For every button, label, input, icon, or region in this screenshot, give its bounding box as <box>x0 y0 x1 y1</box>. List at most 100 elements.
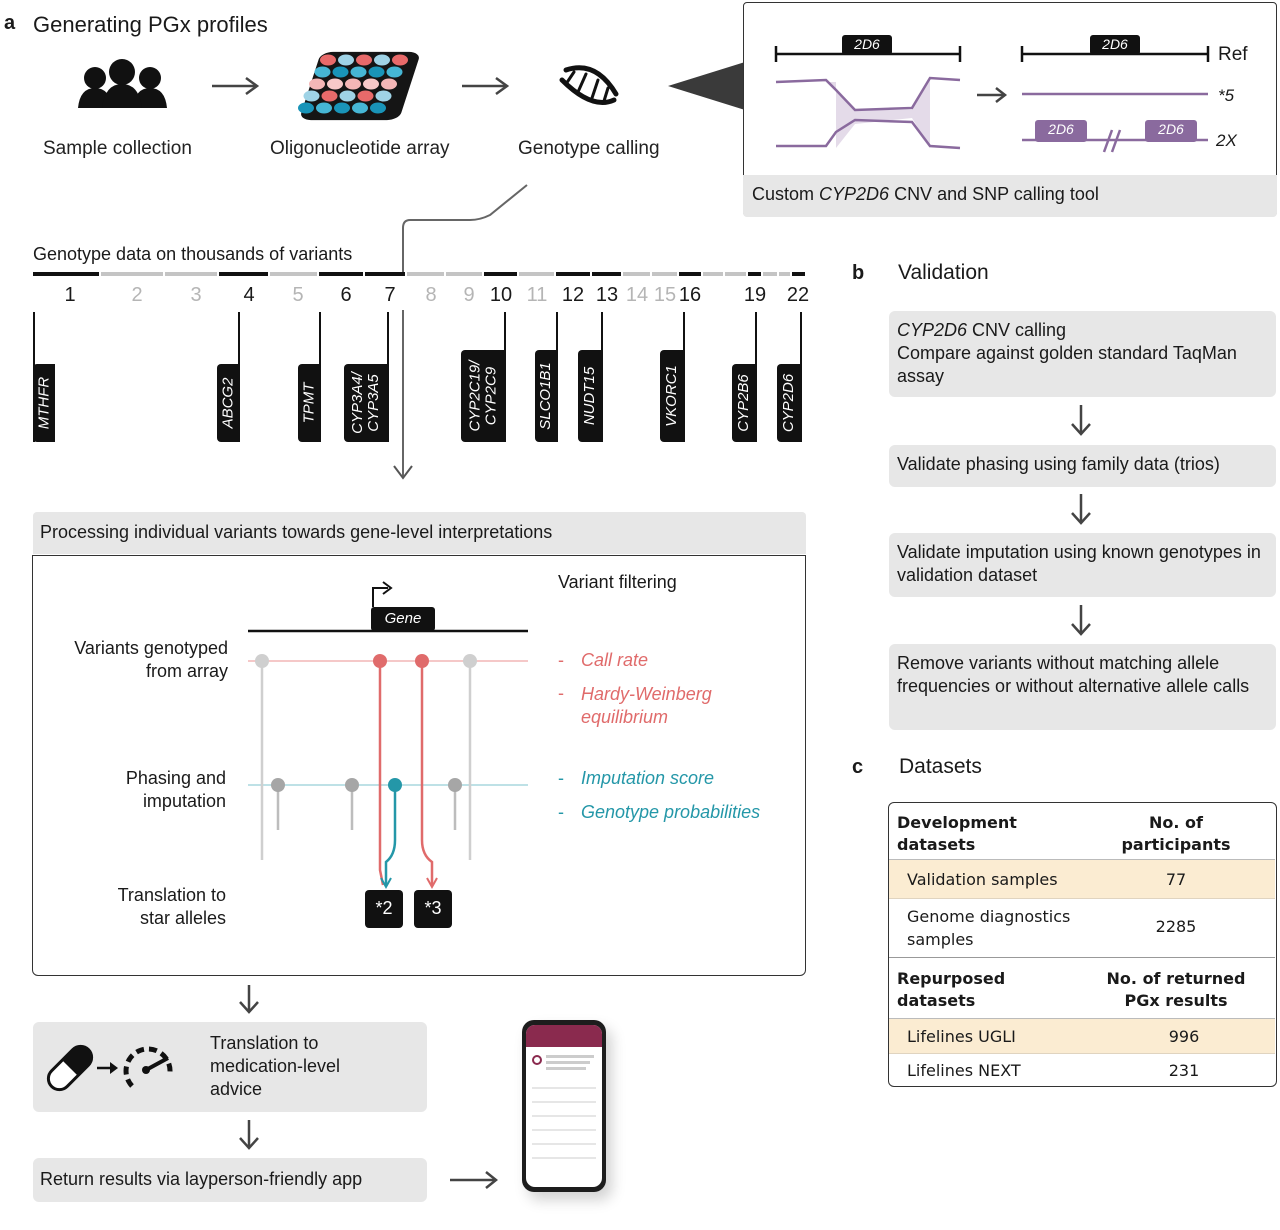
array-spot <box>392 54 408 66</box>
phone-app-header <box>526 1025 602 1047</box>
validation-step-cnv-gene: CYP2D6 <box>897 320 968 340</box>
array-spot <box>334 102 350 114</box>
row-variants-genotyped: Variants genotyped from array <box>74 638 228 681</box>
dna-icon <box>559 65 619 105</box>
gene-name: VKORC1 <box>663 365 680 427</box>
gene-tab-cyp2c19-cyp2c9: CYP2C19/ CYP2C9 <box>461 350 505 442</box>
datasets-table: Development datasets No. of participants… <box>888 802 1277 1087</box>
dataset-value: 2285 <box>1155 917 1197 936</box>
chromosome-label-6: 6 <box>340 284 352 306</box>
panel-b-letter: b <box>852 262 865 284</box>
gene-tab-mthfr: MTHFR <box>33 364 55 442</box>
array-spot <box>363 78 379 90</box>
chromosome-label-1: 1 <box>64 284 76 306</box>
filter-dash-4: - <box>558 802 564 822</box>
cnv-caption: Custom CYP2D6 CNV and SNP calling tool <box>752 184 1099 204</box>
dataset-name: Lifelines NEXT <box>907 1061 1021 1080</box>
oligonucleotide-array-icon <box>301 51 419 121</box>
filter-hardy-weinberg: Hardy-Weinberg equilibrium <box>581 684 712 727</box>
gene-tab-nudt15: NUDT15 <box>578 350 602 442</box>
chromosome-label-14: 14 <box>625 284 649 306</box>
callout-pointer <box>668 62 745 110</box>
gene-name: TPMT <box>300 382 318 424</box>
array-spot <box>332 66 349 78</box>
chromosome-label-13: 13 <box>595 284 619 306</box>
panel-b-title: Validation <box>898 261 989 284</box>
dataset-row-genome-diagnostics: Genome diagnostics samples 2285 <box>889 899 1275 958</box>
dataset-row-lifelines-next: Lifelines NEXT 231 <box>889 1054 1275 1086</box>
filter-dash-1: - <box>558 650 564 670</box>
gene-name: SLCO1B1 <box>537 362 555 430</box>
gene-name: CYP2D6 <box>780 373 798 433</box>
array-spot <box>320 54 336 66</box>
return-results-label: Return results via layperson-friendly ap… <box>40 1169 363 1189</box>
arrow-icon <box>212 76 260 96</box>
header-repurposed-datasets: Repurposed datasets <box>897 969 1006 1010</box>
array-spot <box>374 54 390 66</box>
header-no-returned-results: No. of returned PGx results <box>1106 969 1246 1010</box>
array-spot <box>345 78 361 90</box>
step-oligonucleotide-array: Oligonucleotide array <box>270 138 450 159</box>
gene-name: CYP2C19/ CYP2C9 <box>466 360 499 432</box>
chromosome-label-3: 3 <box>190 284 202 306</box>
chromosome-label-15: 15 <box>653 284 677 306</box>
gene-name: ABCG2 <box>219 377 237 429</box>
array-spot <box>357 90 374 102</box>
row-star-alleles: Translation to star alleles <box>117 885 226 928</box>
datasets-header-development: Development datasets No. of participants <box>889 803 1275 860</box>
array-spot <box>321 90 338 102</box>
panel-c-title: Datasets <box>899 755 982 778</box>
filter-imputation-score: Imputation score <box>581 768 715 788</box>
cnv-dup-label-1: 2D6 <box>1048 121 1074 137</box>
validation-step-remove-variants: Remove variants without matching allele … <box>889 644 1276 730</box>
array-spot <box>356 54 372 66</box>
cnv-allele-5: *5 <box>1218 86 1235 105</box>
chromosome-label-4: 4 <box>243 284 255 306</box>
validation-step-cnv-sub: Compare against golden standard TaqMan a… <box>897 343 1237 386</box>
dataset-row-lifelines-ugli: Lifelines UGLI 996 <box>889 1019 1275 1054</box>
variant-filtering-title: Variant filtering <box>558 572 677 592</box>
chromosome-label-10: 10 <box>489 284 513 306</box>
validation-step-phasing: Validate phasing using family data (trio… <box>889 445 1276 487</box>
array-spot <box>339 90 356 102</box>
cnv-allele-2x: 2X <box>1216 131 1237 150</box>
chromosome-label-9: 9 <box>463 284 475 306</box>
dataset-name: Lifelines UGLI <box>907 1027 1016 1046</box>
panel-a-title: Generating PGx profiles <box>33 12 268 37</box>
panel-a-letter: a <box>4 12 16 34</box>
array-dots <box>298 54 408 114</box>
array-spot <box>352 102 368 114</box>
array-spot <box>375 90 392 102</box>
array-spot <box>327 78 343 90</box>
star-allele-3: *3 <box>424 898 442 918</box>
array-spot <box>350 66 367 78</box>
gene-name: NUDT15 <box>581 366 599 426</box>
array-spot <box>303 90 320 102</box>
processing-header: Processing individual variants towards g… <box>40 522 553 542</box>
cnv-caption-bar <box>743 175 1277 217</box>
gene-tab-tpmt: TPMT <box>298 364 320 442</box>
chromosome-label-11: 11 <box>526 284 548 306</box>
filter-genotype-probabilities: Genotype probabilities <box>581 802 761 822</box>
gene-name: CYP2B6 <box>735 374 753 432</box>
medication-advice-label: Translation to medication-level advice <box>210 1033 341 1099</box>
chromosome-label-19: 19 <box>743 284 767 306</box>
processing-header-bar <box>33 512 806 554</box>
datasets-header-repurposed: Repurposed datasets No. of returned PGx … <box>889 958 1275 1019</box>
gene-tab-cyp2b6: CYP2B6 <box>732 364 756 442</box>
gene-tab-cyp2d6: CYP2D6 <box>777 364 801 442</box>
filter-dash-2: - <box>558 683 564 703</box>
array-spot <box>386 66 403 78</box>
genotype-data-label: Genotype data on thousands of variants <box>33 244 353 264</box>
gene-name: CYP3A4/ CYP3A5 <box>349 372 383 434</box>
validation-step-cnv: CYP2D6 CNV calling Compare against golde… <box>889 311 1276 397</box>
star-allele-2: *2 <box>375 898 393 918</box>
chromosome-label-7: 7 <box>384 284 396 306</box>
chromosome-label-5: 5 <box>292 284 304 306</box>
array-spot <box>338 54 354 66</box>
cnv-dup-label-2: 2D6 <box>1158 121 1184 137</box>
validation-step-imputation: Validate imputation using known genotype… <box>889 533 1276 597</box>
chromosome-label-22: 22 <box>786 284 810 306</box>
filter-call-rate: Call rate <box>581 650 649 670</box>
chromosome-label-16: 16 <box>678 284 702 306</box>
